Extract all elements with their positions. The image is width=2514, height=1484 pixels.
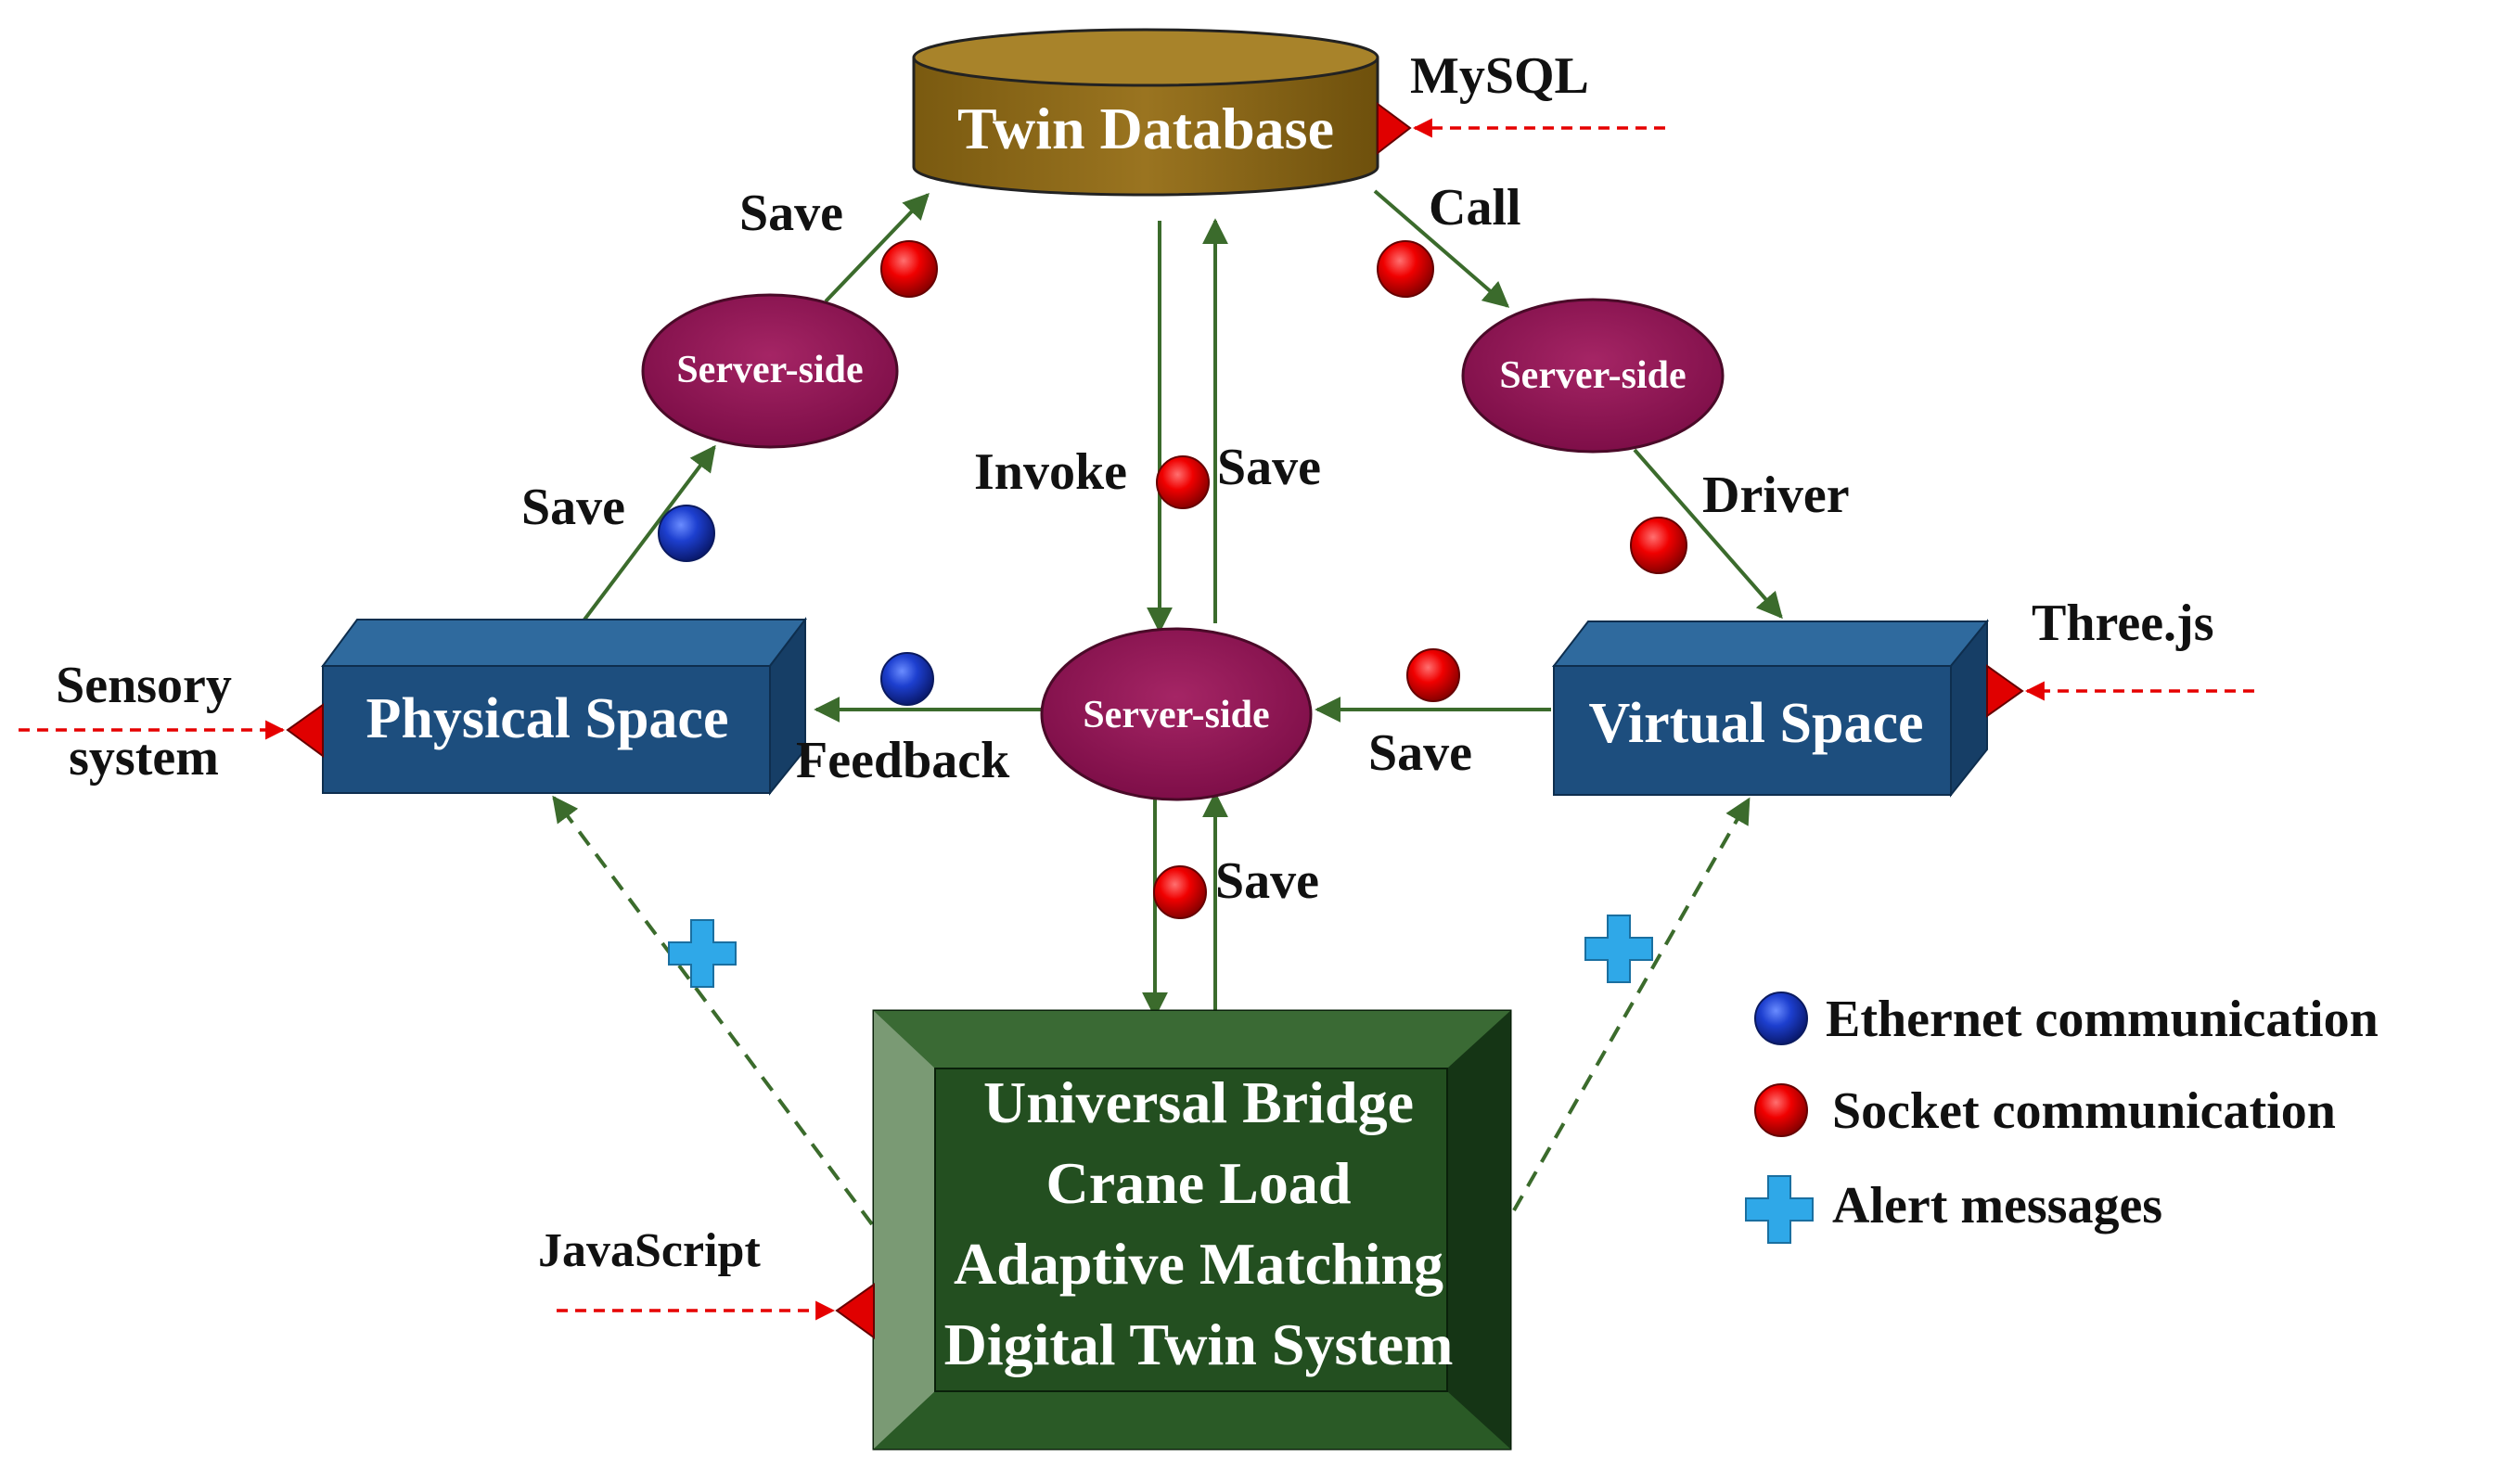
- threejs-connector-icon: [1986, 664, 2024, 718]
- legend-socket-label: Socket communication: [1832, 1082, 2336, 1140]
- alert-cross-icon: [668, 919, 737, 988]
- legend-ethernet-dot-icon: [1754, 991, 1808, 1045]
- label-save-left-mid: Save: [521, 479, 625, 536]
- legend-socket-dot-icon: [1754, 1083, 1808, 1137]
- socket-dot-icon: [1406, 648, 1460, 702]
- server-center-label: Server-side: [1083, 694, 1269, 736]
- label-save-right: Save: [1368, 724, 1472, 782]
- system-title-line-1: Universal Bridge: [983, 1069, 1414, 1135]
- label-feedback: Feedback: [796, 732, 1010, 789]
- ethernet-dot-icon: [880, 652, 934, 706]
- server-left: Server-side: [641, 293, 899, 449]
- legend: Ethernet communication Socket communicat…: [1745, 991, 2379, 1244]
- alert-cross-icon: [1584, 915, 1653, 983]
- twin-database: Twin Database MySQL: [912, 28, 1665, 197]
- digital-twin-system: Universal Bridge Crane Load Adaptive Mat…: [557, 1009, 1512, 1451]
- arrow-left-server-to-database: [824, 192, 930, 303]
- server-left-label: Server-side: [676, 349, 863, 391]
- server-right-label: Server-side: [1499, 354, 1686, 397]
- physical-space: Physical Space: [19, 617, 808, 796]
- system-title-line-4: Digital Twin System: [944, 1311, 1454, 1377]
- arrow-database-to-right-server: [1373, 189, 1510, 308]
- edge-labels: Save Call Save Driver Invoke Save Save F…: [521, 179, 1850, 910]
- threejs-label: Three.js: [2032, 595, 2214, 652]
- label-invoke: Invoke: [974, 443, 1127, 501]
- socket-dot-icon: [880, 240, 938, 298]
- legend-ethernet-label: Ethernet communication: [1826, 991, 2379, 1048]
- system-title-line-2: Crane Load: [1046, 1150, 1352, 1216]
- server-right: Server-side: [1461, 298, 1725, 454]
- alert-markers: [668, 915, 1653, 988]
- sensory-connector-icon: [286, 703, 324, 758]
- dashed-arrow-system-to-virtual: [1512, 797, 1751, 1211]
- mysql-label: MySQL: [1410, 47, 1589, 105]
- javascript-connector-icon: [835, 1283, 875, 1339]
- socket-dot-icon: [1153, 865, 1207, 919]
- virtual-space: Virtual Space: [1551, 619, 2254, 798]
- legend-alert-cross-icon: [1745, 1175, 1814, 1244]
- socket-dot-icon: [1377, 240, 1434, 298]
- label-save-center-top: Save: [1217, 439, 1321, 496]
- label-driver: Driver: [1702, 467, 1850, 524]
- connections: [552, 189, 1783, 1226]
- server-center: Server-side: [1040, 627, 1313, 801]
- arrow-right-server-to-virtual: [1633, 448, 1783, 620]
- sensory-label-line-2: system: [69, 729, 219, 787]
- physical-space-label: Physical Space: [366, 687, 729, 750]
- javascript-label: JavaScript: [538, 1224, 761, 1277]
- sensory-label-line-1: Sensory: [56, 657, 232, 714]
- system-title-line-3: Adaptive Matching: [954, 1231, 1443, 1297]
- socket-dot-icon: [1156, 455, 1210, 509]
- arrow-physical-to-left-server: [583, 444, 716, 621]
- socket-dot-icon: [1630, 517, 1687, 574]
- input-labels: Sensory system Three.js JavaScript: [56, 595, 2213, 1277]
- label-save-top-left: Save: [739, 185, 843, 242]
- dashed-arrow-system-to-physical: [552, 795, 874, 1226]
- ethernet-dot-icon: [658, 505, 715, 562]
- mysql-connector-icon: [1377, 102, 1412, 156]
- label-save-center-bottom: Save: [1215, 852, 1319, 910]
- legend-alert-label: Alert messages: [1832, 1177, 2162, 1235]
- communication-markers: [658, 240, 1687, 919]
- virtual-space-label: Virtual Space: [1588, 692, 1923, 755]
- label-call: Call: [1429, 179, 1521, 237]
- database-title: Twin Database: [957, 96, 1334, 161]
